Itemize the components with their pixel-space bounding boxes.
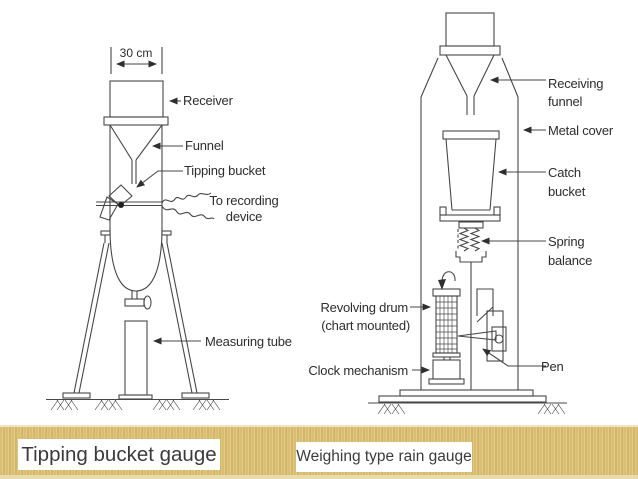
label-revolving-drum-2: (chart mounted) [321, 318, 410, 333]
spring-balance [455, 221, 487, 390]
caption-tipping-bucket-gauge: Tipping bucket gauge [18, 439, 220, 470]
label-revolving-drum-1: Revolving drum [320, 300, 408, 315]
label-spring-balance-1: Spring [548, 234, 584, 249]
label-receiving-funnel-1: Receiving [548, 76, 603, 91]
label-spring-balance-2: balance [548, 253, 592, 268]
dimension-30cm: 30 cm [110, 46, 163, 74]
pen-arm [457, 330, 497, 341]
dimension-label: 30 cm [120, 46, 153, 60]
caption-weighing-type-rain-gauge: Weighing type rain gauge [296, 442, 472, 472]
pivot-dot [118, 202, 124, 208]
catch-bucket [439, 130, 501, 222]
ground-hatching-right [377, 403, 566, 415]
label-receiver: Receiver [183, 93, 234, 108]
revolving-drum [432, 288, 461, 360]
ground-hatching-left [46, 398, 229, 411]
recording-wire-squiggles [161, 192, 215, 220]
right-diagram-leaders [410, 76, 546, 374]
weighing-rain-gauge-diagram: Receiving funnel Metal cover Catch bucke… [308, 12, 614, 415]
rain-gauge-diagrams: 30 cm [46, 12, 614, 415]
label-measuring-tube: Measuring tube [205, 334, 292, 349]
label-clock-mechanism: Clock mechanism [308, 363, 408, 378]
pen-linkage [457, 288, 507, 362]
tipping-bucket-mechanism [99, 184, 133, 221]
label-to-recording: To recording [209, 193, 278, 208]
rotation-arrow [438, 271, 456, 290]
clock-mechanism [428, 359, 465, 385]
label-tipping-bucket: Tipping bucket [184, 163, 266, 178]
base-platform [368, 389, 567, 404]
measuring-tube [118, 320, 153, 400]
receiving-funnel-assembly [439, 12, 501, 115]
label-funnel: Funnel [185, 138, 224, 153]
label-to-recording-device: device [226, 209, 262, 224]
tipping-bucket-gauge-diagram: 30 cm [46, 46, 292, 411]
left-diagram-leaders [136, 97, 201, 345]
caption-band: Tipping bucket gauge Weighing type rain … [0, 425, 638, 479]
label-receiving-funnel-2: funnel [548, 94, 583, 109]
gauge-body-outline [96, 80, 172, 310]
label-pen: Pen [541, 359, 564, 374]
label-catch-bucket-2: bucket [548, 184, 586, 199]
label-catch-bucket-1: Catch [548, 165, 581, 180]
metal-cover-outline [420, 57, 519, 390]
tripod-legs [62, 242, 210, 399]
label-metal-cover: Metal cover [548, 123, 614, 138]
